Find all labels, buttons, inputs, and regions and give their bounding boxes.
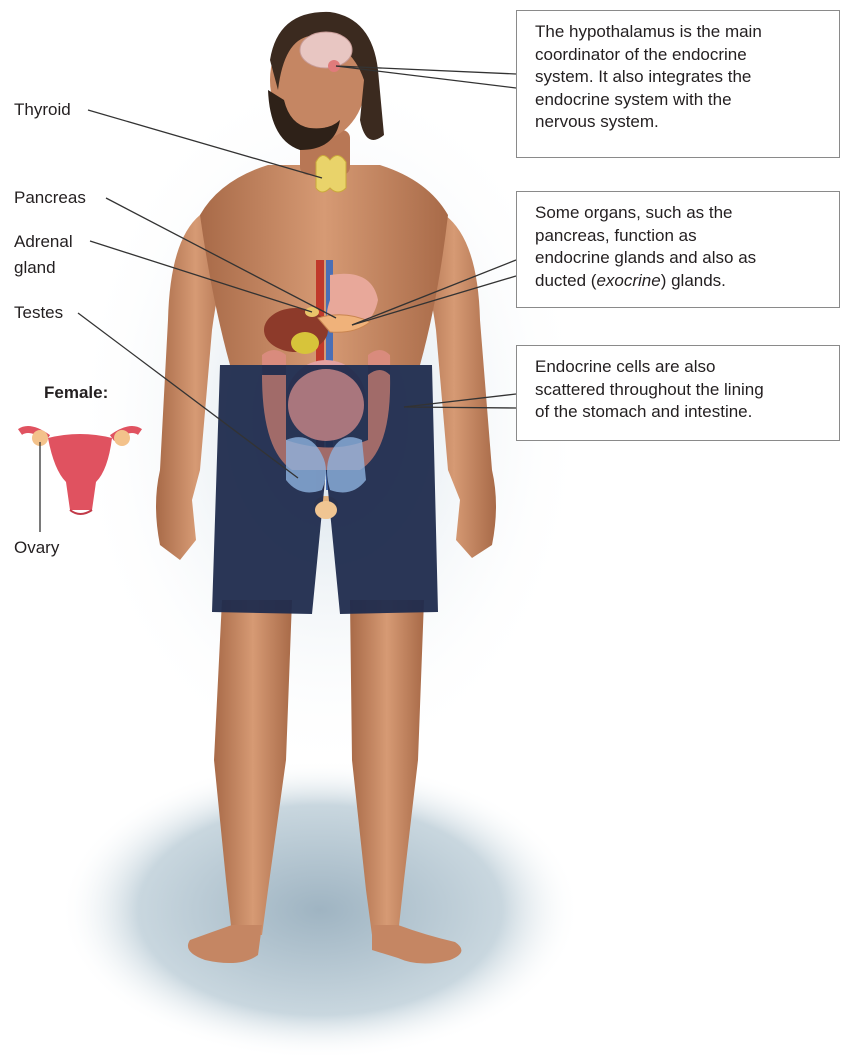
callout-text: ducted ( <box>535 271 596 290</box>
callout-line: endocrine system with the <box>535 89 827 112</box>
pancreas-callout: Some organs, such as the pancreas, funct… <box>516 191 840 308</box>
hypothalamus-callout: The hypothalamus is the main coordinator… <box>516 10 840 158</box>
testes-label: Testes <box>14 302 63 324</box>
callout-line: endocrine glands and also as <box>535 247 827 270</box>
callout-line: Endocrine cells are also <box>535 356 827 379</box>
callout-line: coordinator of the endocrine <box>535 44 827 67</box>
thyroid-label: Thyroid <box>14 99 71 121</box>
brain <box>300 32 352 68</box>
adrenal-label-line1: Adrenal <box>14 231 73 253</box>
female-heading: Female: <box>44 382 108 404</box>
callout-line: The hypothalamus is the main <box>535 21 827 44</box>
callout-line: nervous system. <box>535 111 827 134</box>
callout-line: scattered throughout the lining <box>535 379 827 402</box>
callout-text: ) glands. <box>661 271 726 290</box>
endocrine-cells-callout: Endocrine cells are also scattered throu… <box>516 345 840 441</box>
thyroid-gland <box>316 155 346 192</box>
callout-line-last: ducted (exocrine) glands. <box>535 270 827 293</box>
adrenal-label-line2: gland <box>14 257 56 279</box>
callout-line: system. It also integrates the <box>535 66 827 89</box>
ice-ground <box>60 760 580 1055</box>
pancreas-label: Pancreas <box>14 187 86 209</box>
exocrine-term: exocrine <box>596 271 660 290</box>
callout-line: pancreas, function as <box>535 225 827 248</box>
callout-line: of the stomach and intestine. <box>535 401 827 424</box>
gallbladder <box>291 332 319 354</box>
callout-line: Some organs, such as the <box>535 202 827 225</box>
ovary-label: Ovary <box>14 537 59 559</box>
